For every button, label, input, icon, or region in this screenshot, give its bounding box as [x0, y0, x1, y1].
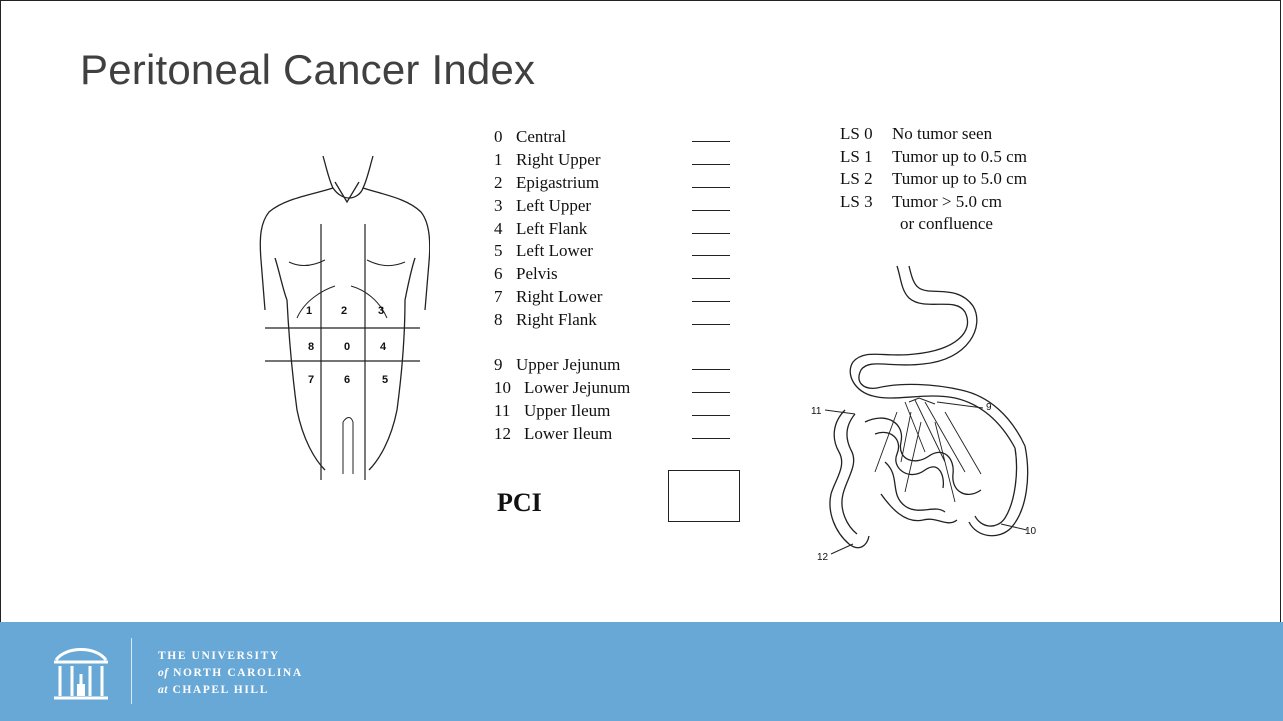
wordmark-line1: THE UNIVERSITY [158, 648, 303, 665]
torso-diagram: 1 2 3 8 0 4 7 6 5 [255, 150, 430, 480]
region-row: 2 Epigastrium [494, 172, 744, 195]
region-number: 11 [494, 400, 524, 423]
torso-region-1: 1 [306, 305, 312, 317]
region-label: Left Lower [516, 240, 692, 263]
region-label: Pelvis [516, 263, 692, 286]
region-number: 8 [494, 309, 516, 332]
region-label: Upper Ileum [524, 400, 692, 423]
lesion-size-desc: Tumor up to 0.5 cm [892, 147, 1027, 166]
score-blank [692, 314, 730, 325]
lesion-size-code: LS 3 [840, 191, 892, 214]
score-blank [692, 405, 730, 416]
torso-region-2: 2 [341, 305, 347, 317]
region-label: Right Lower [516, 286, 692, 309]
region-label: Left Flank [516, 218, 692, 241]
wordmark-line2: NORTH CAROLINA [173, 667, 303, 679]
region-number: 9 [494, 354, 516, 377]
region-number: 4 [494, 218, 516, 241]
bowel-label-9: 9 [986, 402, 992, 413]
region-row: 1 Right Upper [494, 149, 744, 172]
score-blank [692, 223, 730, 234]
region-row: 8 Right Flank [494, 309, 744, 332]
region-row: 0 Central [494, 126, 744, 149]
torso-region-5: 5 [382, 374, 388, 386]
region-row: 9 Upper Jejunum [494, 354, 744, 377]
region-row: 6 Pelvis [494, 263, 744, 286]
score-blank [692, 177, 730, 188]
region-label: Right Upper [516, 149, 692, 172]
region-label: Left Upper [516, 195, 692, 218]
lesion-size-code: LS 1 [840, 146, 892, 169]
old-well-icon [50, 640, 112, 702]
wordmark-prefix-of: of [158, 667, 169, 679]
region-row: 10 Lower Jejunum [494, 377, 744, 400]
lesion-size-desc: Tumor up to 5.0 cm [892, 169, 1027, 188]
wordmark-prefix-at: at [158, 684, 168, 696]
slide-title: Peritoneal Cancer Index [80, 46, 535, 94]
score-blank [692, 131, 730, 142]
lesion-size-continuation: or confluence [840, 213, 1027, 236]
region-row: 4 Left Flank [494, 218, 744, 241]
score-blank [692, 382, 730, 393]
torso-region-6: 6 [344, 374, 350, 386]
region-row: 11 Upper Ileum [494, 400, 744, 423]
region-number: 0 [494, 126, 516, 149]
score-blank [692, 200, 730, 211]
torso-region-0: 0 [344, 341, 350, 353]
region-row: 12 Lower Ileum [494, 423, 744, 446]
region-list: 0 Central 1 Right Upper 2 Epigastrium 3 … [494, 126, 744, 446]
score-blank [692, 359, 730, 370]
footer-bar: THE UNIVERSITY of NORTH CAROLINA at CHAP… [0, 622, 1283, 721]
lesion-size-code: LS 2 [840, 168, 892, 191]
score-blank [692, 245, 730, 256]
region-label: Upper Jejunum [516, 354, 692, 377]
score-blank [692, 428, 730, 439]
pci-score-box [668, 470, 740, 522]
footer-divider [131, 638, 132, 704]
region-number: 1 [494, 149, 516, 172]
region-number: 5 [494, 240, 516, 263]
score-blank [692, 291, 730, 302]
region-number: 10 [494, 377, 524, 400]
region-label: Epigastrium [516, 172, 692, 195]
university-wordmark: THE UNIVERSITY of NORTH CAROLINA at CHAP… [158, 648, 303, 699]
lesion-size-desc: No tumor seen [892, 124, 992, 143]
region-number: 7 [494, 286, 516, 309]
score-blank [692, 268, 730, 279]
region-label: Lower Ileum [524, 423, 692, 446]
bowel-label-12: 12 [817, 552, 829, 563]
torso-region-7: 7 [308, 374, 314, 386]
lesion-size-code: LS 0 [840, 123, 892, 146]
region-label: Lower Jejunum [524, 377, 692, 400]
torso-region-4: 4 [380, 341, 387, 353]
region-number: 12 [494, 423, 524, 446]
region-number: 2 [494, 172, 516, 195]
score-blank [692, 154, 730, 165]
bowel-label-10: 10 [1025, 526, 1037, 537]
bowel-label-11: 11 [811, 406, 822, 417]
wordmark-line3: CHAPEL HILL [172, 684, 269, 696]
region-row: 7 Right Lower [494, 286, 744, 309]
torso-region-3: 3 [378, 305, 384, 317]
region-row: 5 Left Lower [494, 240, 744, 263]
region-row: 3 Left Upper [494, 195, 744, 218]
region-label: Central [516, 126, 692, 149]
region-label: Right Flank [516, 309, 692, 332]
lesion-size-desc: Tumor > 5.0 cm [892, 192, 1002, 211]
region-number: 6 [494, 263, 516, 286]
region-number: 3 [494, 195, 516, 218]
torso-region-8: 8 [308, 341, 314, 353]
bowel-diagram: 11 9 10 12 [805, 262, 1045, 567]
pci-label: PCI [497, 488, 542, 518]
